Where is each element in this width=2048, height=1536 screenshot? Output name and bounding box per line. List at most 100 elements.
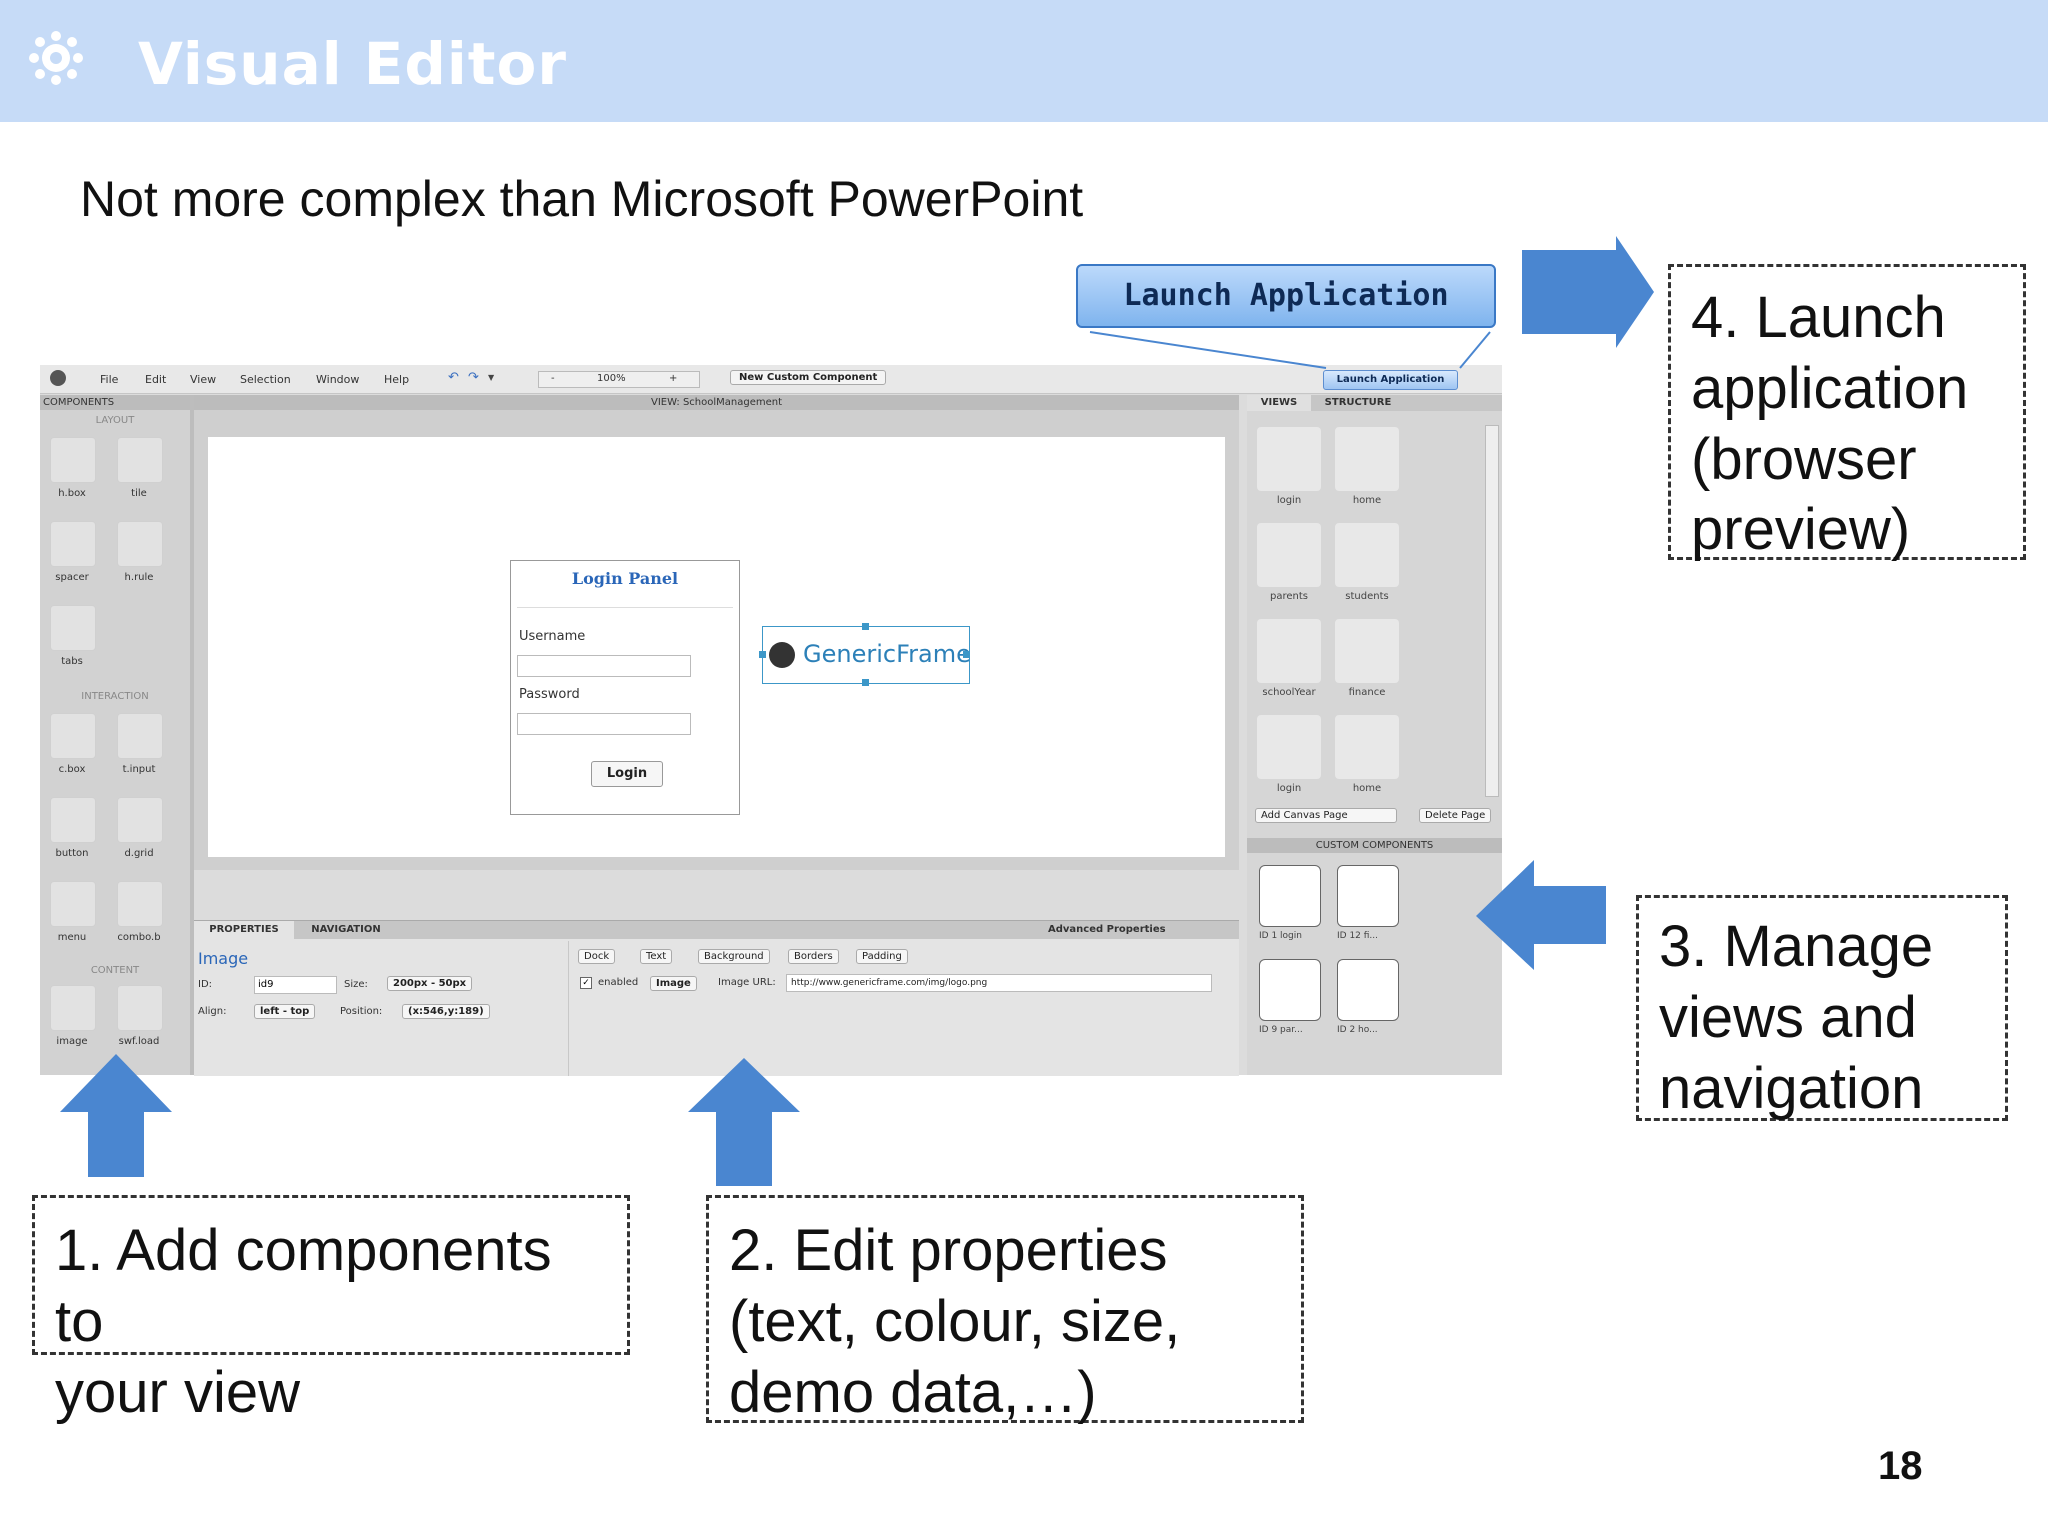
history-dropdown-icon[interactable]: ▼	[488, 373, 495, 382]
view-label: schoolYear	[1262, 687, 1316, 698]
tab-navigation[interactable]: NAVIGATION	[311, 924, 381, 935]
custom-component-thumbnail[interactable]	[1259, 959, 1321, 1021]
menu-view[interactable]: View	[190, 373, 217, 386]
menu-selection[interactable]: Selection	[240, 373, 291, 386]
app-logo-icon	[50, 370, 66, 386]
launch-application-small-button[interactable]: Launch Application	[1323, 370, 1458, 390]
new-custom-component-button[interactable]: New Custom Component	[730, 370, 887, 385]
menu-window[interactable]: Window	[316, 373, 360, 386]
menu-help[interactable]: Help	[384, 373, 410, 386]
text-input-icon[interactable]	[117, 713, 163, 759]
tab-structure[interactable]: STRUCTURE	[1324, 397, 1392, 408]
callout-line: 1. Add components to	[55, 1218, 552, 1354]
logo-text: GenericFrame	[803, 640, 971, 668]
delete-page-button[interactable]: Delete Page	[1419, 808, 1492, 823]
borders-button[interactable]: Borders	[788, 949, 839, 964]
view-thumbnail[interactable]	[1335, 427, 1399, 491]
genericframe-logo-image[interactable]: GenericFrame	[759, 623, 971, 686]
enabled-checkbox[interactable]: ✓	[580, 977, 592, 989]
arrow-up-center	[688, 1058, 800, 1186]
combobox-icon[interactable]	[117, 881, 163, 927]
redo-icon[interactable]: ↷	[468, 370, 479, 385]
view-thumbnail[interactable]	[1335, 523, 1399, 587]
text-button[interactable]: Text	[640, 949, 673, 964]
resize-handle[interactable]	[759, 651, 766, 658]
spacer-icon[interactable]	[50, 521, 96, 567]
password-field[interactable]	[517, 713, 691, 735]
element-type: Image	[198, 949, 249, 968]
custom-component-thumbnail[interactable]	[1337, 865, 1399, 927]
component-label: tile	[131, 488, 147, 499]
callout-line: views and	[1659, 984, 1917, 1050]
components-header: COMPONENTS	[40, 395, 190, 410]
add-canvas-page-dropdown[interactable]: Add Canvas Page	[1255, 808, 1397, 823]
image-url-field[interactable]: http://www.genericframe.com/img/logo.png	[786, 974, 1212, 992]
tab-properties[interactable]: PROPERTIES	[194, 921, 294, 939]
menu-edit[interactable]: Edit	[145, 373, 167, 386]
tile-icon[interactable]	[117, 437, 163, 483]
properties-panel: PROPERTIES NAVIGATION Advanced Propertie…	[194, 920, 1239, 1076]
custom-component-thumbnail[interactable]	[1337, 959, 1399, 1021]
background-button[interactable]: Background	[698, 949, 770, 964]
image-button[interactable]: Image	[650, 976, 697, 991]
zoom-out-button[interactable]: -	[551, 373, 555, 384]
callout-add-components: 1. Add components to your view	[32, 1195, 630, 1425]
resize-handle[interactable]	[862, 623, 869, 630]
align-value[interactable]: left - top	[254, 1004, 316, 1019]
editor-screenshot: File Edit View Selection Window Help ↶ ↷…	[40, 365, 1502, 1076]
callout-manage-views: 3. Manage views and navigation	[1636, 895, 2008, 1121]
username-field[interactable]	[517, 655, 691, 677]
hrule-icon[interactable]	[117, 521, 163, 567]
launch-application-button[interactable]: Launch Application	[1076, 264, 1496, 328]
view-label: students	[1345, 591, 1389, 602]
custom-component-label: ID 9 par...	[1259, 1025, 1303, 1035]
checkbox-icon[interactable]	[50, 713, 96, 759]
view-thumbnail[interactable]	[1335, 619, 1399, 683]
divider	[517, 607, 733, 608]
data-grid-icon[interactable]	[117, 797, 163, 843]
slide-title: Visual Editor	[138, 30, 567, 98]
view-thumbnail[interactable]	[1257, 523, 1321, 587]
view-thumbnail[interactable]	[1257, 427, 1321, 491]
canvas[interactable]: Login Panel Username Password Login Gene…	[208, 437, 1225, 857]
align-label: Align:	[198, 1006, 227, 1017]
button-icon[interactable]	[50, 797, 96, 843]
swf-loader-icon[interactable]	[117, 985, 163, 1031]
login-button[interactable]: Login	[591, 761, 663, 787]
advanced-properties-link[interactable]: Advanced Properties	[1048, 924, 1166, 935]
image-icon[interactable]	[50, 985, 96, 1031]
component-label: c.box	[58, 764, 86, 775]
view-label: home	[1352, 495, 1382, 506]
view-label: parents	[1270, 591, 1308, 602]
callout-line: 2. Edit properties	[729, 1218, 1168, 1283]
resize-handle[interactable]	[862, 679, 869, 686]
divider	[568, 941, 569, 1076]
id-field[interactable]: id9	[254, 976, 337, 994]
id-label: ID:	[198, 979, 213, 990]
zoom-in-button[interactable]: +	[669, 373, 678, 384]
tab-views[interactable]: VIEWS	[1247, 395, 1311, 411]
custom-component-thumbnail[interactable]	[1259, 865, 1321, 927]
size-value[interactable]: 200px - 50px	[387, 976, 473, 991]
component-label: combo.b	[117, 932, 161, 943]
undo-icon[interactable]: ↶	[448, 370, 459, 385]
slide-title-bar	[0, 0, 2048, 122]
menu-file[interactable]: File	[100, 373, 119, 386]
views-panel: VIEWS STRUCTURE login home parents stude…	[1247, 395, 1502, 1075]
component-label: swf.load	[118, 1036, 160, 1047]
username-label: Username	[519, 629, 586, 644]
menu-icon[interactable]	[50, 881, 96, 927]
view-thumbnail[interactable]	[1257, 715, 1321, 779]
arrow-right	[1522, 236, 1654, 348]
view-thumbnail[interactable]	[1335, 715, 1399, 779]
resize-handle[interactable]	[963, 651, 970, 658]
views-scrollbar[interactable]	[1485, 425, 1499, 797]
dock-button[interactable]: Dock	[578, 949, 616, 964]
login-panel[interactable]: Login Panel Username Password Login	[510, 560, 740, 815]
tabs-icon[interactable]	[50, 605, 96, 651]
view-thumbnail[interactable]	[1257, 619, 1321, 683]
padding-button[interactable]: Padding	[856, 949, 908, 964]
position-value[interactable]: (x:546,y:189)	[402, 1004, 490, 1019]
hbox-icon[interactable]	[50, 437, 96, 483]
connector-line	[1089, 331, 1327, 369]
